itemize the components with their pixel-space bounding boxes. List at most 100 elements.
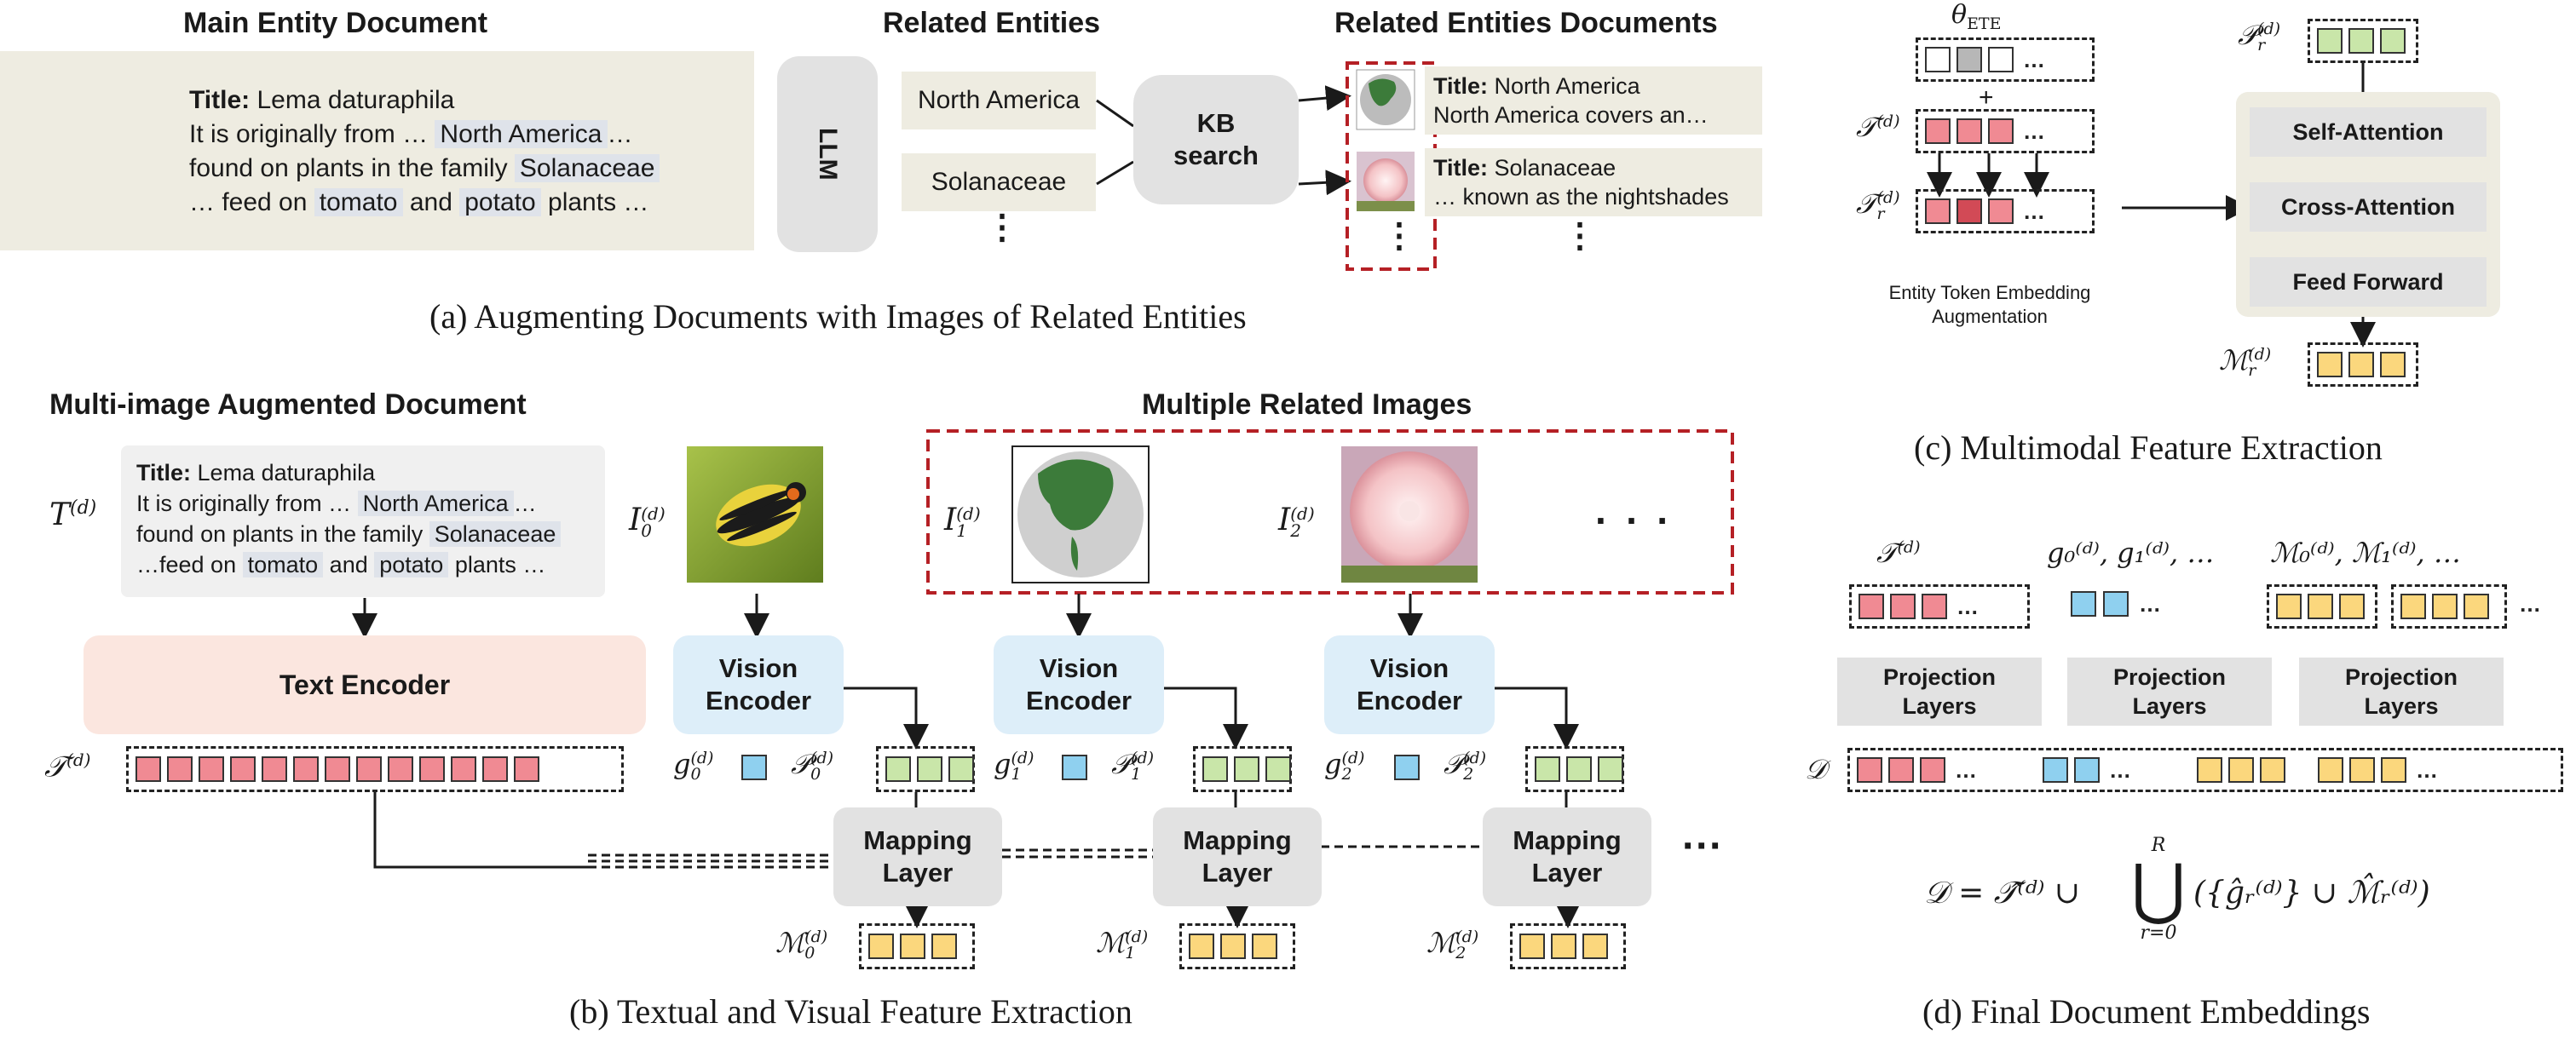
- ete-token: [1925, 47, 1951, 72]
- mapping-layer-0: Mapping Layer: [833, 807, 1002, 906]
- g-list-label: g₀⁽ᵈ⁾, g₁⁽ᵈ⁾, …: [2047, 537, 2215, 569]
- mapped-token: [2308, 594, 2333, 619]
- g2-label: g(d)2: [1324, 748, 1364, 783]
- sup: (d): [1876, 187, 1900, 207]
- doc-line2: found on plants in the family: [136, 521, 424, 547]
- i-symbol: I: [944, 503, 957, 537]
- text-token: [1988, 118, 2014, 144]
- mapped-token: [2317, 352, 2343, 377]
- text-token: [325, 756, 350, 782]
- doc-line1-end: …: [513, 491, 537, 516]
- self-attention: Self-Attention: [2250, 107, 2487, 157]
- mapped-token: [2380, 352, 2406, 377]
- sub: 2: [1290, 520, 1301, 541]
- p: 𝒫: [791, 748, 811, 780]
- t-r: 𝒯: [1856, 187, 1877, 220]
- sub: 2: [1455, 943, 1467, 962]
- mapped-dots-d: …: [2519, 591, 2541, 617]
- p: 𝒫: [1111, 748, 1132, 780]
- text-token: [262, 756, 287, 782]
- doc-line1: It is originally from …: [189, 120, 429, 148]
- entity-highlight: Solanaceae: [514, 154, 660, 182]
- sub: 0: [641, 520, 652, 541]
- mapped-token: [1582, 934, 1608, 959]
- entity-highlight: tomato: [314, 188, 403, 216]
- doc-vdots: ⋮: [1563, 217, 1597, 255]
- globe-thumb: [1356, 69, 1415, 130]
- ete-dots: …: [2023, 46, 2045, 72]
- main-entity-document: [0, 51, 754, 250]
- sup: (d): [1131, 748, 1155, 767]
- caption-c: (c) Multimodal Feature Extraction: [1914, 428, 2383, 467]
- doc-line3: … feed on: [189, 188, 308, 216]
- mapped-token: [868, 934, 894, 959]
- final-mapped-token: [2260, 757, 2285, 783]
- final-text-token: [1888, 757, 1914, 783]
- caption-b: (b) Textual and Visual Feature Extractio…: [569, 992, 1132, 1031]
- patch-token: [1234, 756, 1259, 782]
- images-hdots: · · ·: [1595, 498, 1674, 543]
- m0-label: ℳ(d)0: [775, 927, 827, 962]
- t-d-label-d: 𝒯(d): [1876, 537, 1921, 570]
- p2-label: 𝒫(d)2: [1444, 748, 1486, 783]
- caption-d: (d) Final Document Embeddings: [1922, 992, 2371, 1031]
- text-token: [1890, 594, 1916, 619]
- patch-row-1: [1193, 746, 1292, 792]
- sub: 0: [804, 943, 815, 962]
- mapped-row-1: [1179, 923, 1295, 969]
- patch-row-c: [2308, 19, 2418, 63]
- t-symbol: T: [49, 497, 71, 532]
- m1-label: ℳ(d)1: [1096, 927, 1148, 962]
- sub: r: [2257, 35, 2266, 55]
- vision-encoder-1: Vision Encoder: [994, 635, 1164, 734]
- sup: (d): [641, 503, 666, 524]
- globe-image: [1011, 445, 1150, 583]
- entity-highlight: potato: [374, 552, 449, 577]
- t-cal: 𝒯: [1876, 537, 1898, 569]
- title-label: Title:: [189, 86, 251, 114]
- global-token-0: [741, 755, 767, 780]
- g: g: [1324, 748, 1342, 780]
- text-token: [167, 756, 193, 782]
- g0-label: g(d)0: [673, 748, 713, 783]
- rel-doc2-text: … known as the nightshades: [1433, 184, 1729, 210]
- image-vdots: ⋮: [1382, 217, 1416, 255]
- final-embedding-row: … … …: [1847, 748, 2563, 792]
- text-token: [135, 756, 161, 782]
- mapped-token: [1189, 934, 1214, 959]
- g: g: [673, 748, 691, 780]
- final-mapped-token: [2197, 757, 2222, 783]
- augmented-document: Title: Lema daturaphila It is originally…: [121, 445, 605, 597]
- related-entities-header: Related Entities: [883, 7, 1101, 39]
- final-text-token: [1920, 757, 1945, 783]
- vision-encoder-0: Vision Encoder: [673, 635, 844, 734]
- related-images-header: Multiple Related Images: [1142, 388, 1472, 421]
- p1-label: 𝒫(d)1: [1111, 748, 1154, 783]
- patch-token: [917, 756, 942, 782]
- sub: 1: [1131, 764, 1142, 784]
- related-doc-1: Title: North America North America cover…: [1425, 66, 1762, 135]
- global-dots: …: [2139, 591, 2161, 617]
- doc-line3-and: and: [409, 188, 452, 216]
- mapped-token: [2276, 594, 2302, 619]
- m: ℳ: [1096, 927, 1126, 959]
- caption-a: (a) Augmenting Documents with Images of …: [429, 297, 1247, 336]
- union: ⋃: [2131, 851, 2186, 928]
- projection-layers-mapped: Projection Layers: [2299, 658, 2504, 726]
- sup: (d): [70, 497, 97, 519]
- m-r: ℳ: [2219, 344, 2249, 376]
- entity-highlight: tomato: [242, 552, 324, 577]
- t-cal-d-label: 𝒯(d): [44, 750, 90, 784]
- global-token-2: [1394, 755, 1420, 780]
- augmented-doc-header: Multi-image Augmented Document: [49, 388, 527, 421]
- entity-highlight: North America: [435, 120, 608, 148]
- g1-label: g(d)1: [994, 748, 1034, 783]
- rel-doc1-title: North America: [1494, 73, 1640, 99]
- text-token: [1859, 594, 1884, 619]
- patch-token: [1598, 756, 1623, 782]
- g: g: [994, 748, 1011, 780]
- i0-symbol: I(d)0: [629, 503, 666, 539]
- ete-token: [1988, 47, 2014, 72]
- entity-solanaceae: Solanaceae: [902, 153, 1096, 211]
- t-cal: 𝒯: [44, 750, 67, 784]
